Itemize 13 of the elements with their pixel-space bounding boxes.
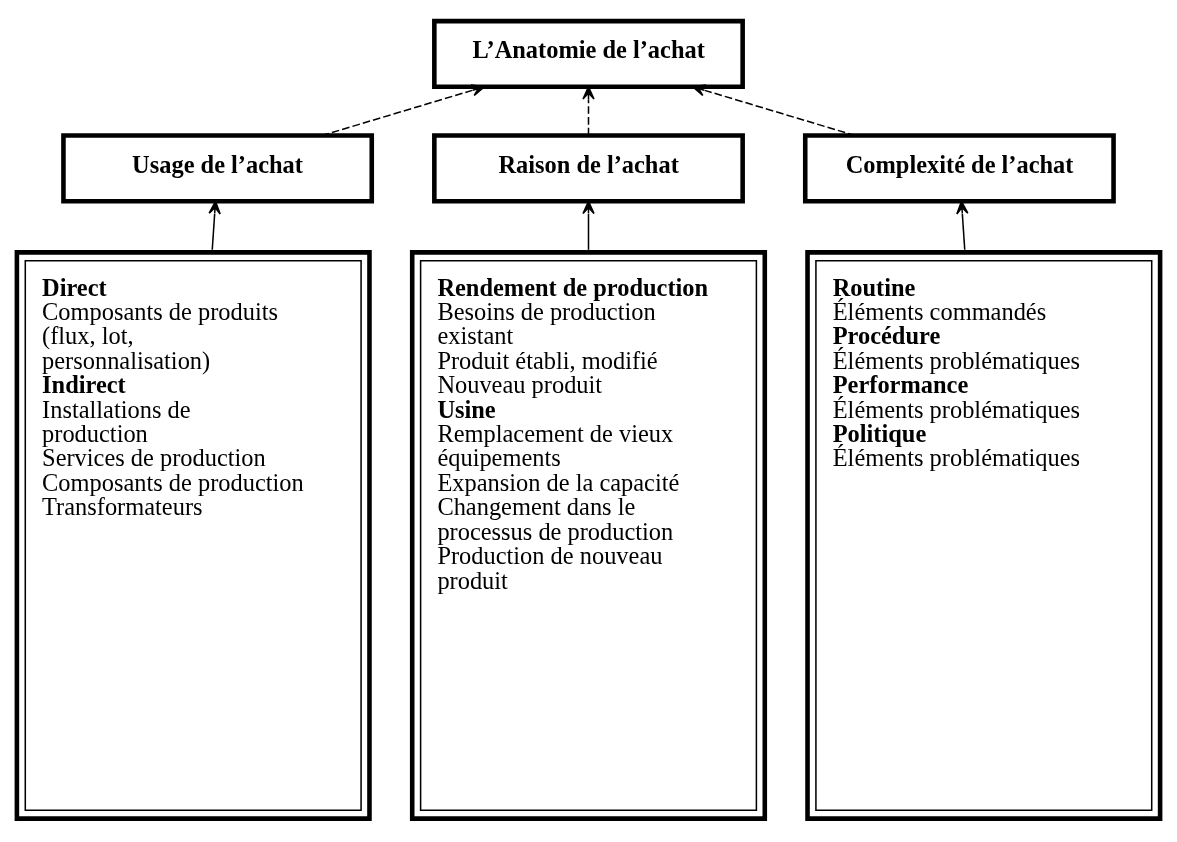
arrow — [321, 84, 486, 137]
node-box: Complexité de l’achat — [802, 133, 1116, 204]
node-box: Direct Composants de produits (flux, lot, personnalisation) Indirect Installations de production Services de production Composants de production Transformateurs — [14, 250, 372, 821]
arrow — [956, 200, 969, 251]
node-box: L’Anatomie de l’achat — [432, 18, 745, 90]
arrow — [208, 200, 221, 251]
arrow — [582, 200, 595, 251]
node-box: Rendement de production Besoins de production existant Produit établi, modifié Nouveau produit Usine Remplacement de vieux équipements Expansion de la capacité Changement dans le processus de production Production de nouveau produit — [409, 250, 768, 821]
node-box: Raison de l’achat — [432, 133, 745, 204]
node-box: Usage de l’achat — [61, 133, 375, 204]
arrow — [691, 84, 856, 137]
node-box: Routine Éléments commandés Procédure Éléments problématiques Performance Éléments problématiques Politique Éléments problématiques — [805, 250, 1163, 821]
arrow — [582, 86, 595, 136]
